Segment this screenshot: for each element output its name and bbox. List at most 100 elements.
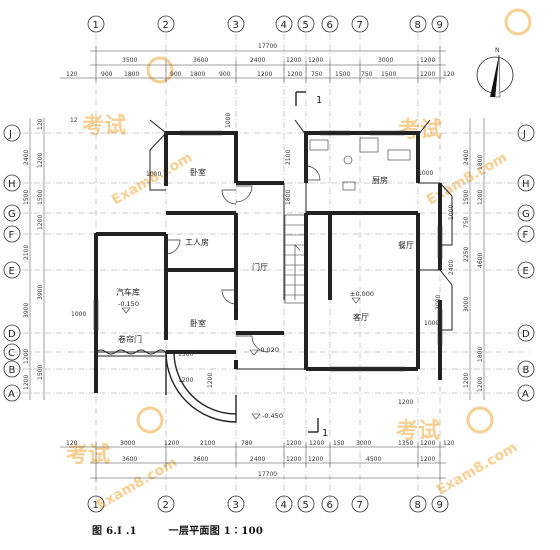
dimension-text: 2400 (250, 456, 265, 463)
dimension-text: 1800 (190, 71, 205, 78)
axis-label: 8 (415, 500, 421, 511)
axis-label: 6 (327, 20, 333, 31)
dimension-text: 900 (170, 71, 182, 78)
dimension-text: 1200 (420, 71, 435, 78)
dimension-text: 1200 (286, 57, 301, 64)
dimension-text: 1200 (309, 440, 324, 447)
interior-dimension-texts: 1000 1000 1000 1000 1500 1200 1200 1200 … (70, 113, 455, 406)
dimension-text: 3000 (120, 440, 135, 447)
left-dimension-texts: 2400 1500 2100 3900 1200 1200 1200 1500 … (23, 118, 44, 390)
axis-label: F (9, 230, 15, 241)
dimension-text: 2400 (250, 57, 265, 64)
dimension-text: 1200 (286, 440, 301, 447)
room-label-dining: 餐厅 (398, 241, 414, 250)
watermark-text: Exam8.com (109, 150, 195, 209)
dimension-text: 150 (333, 440, 345, 447)
dimension-text: 1500 (23, 190, 30, 205)
axis-label: J (8, 129, 12, 140)
dimension-text: 1200 (286, 456, 301, 463)
figure-title: 一层平面图 1∶100 (168, 526, 264, 537)
dimension-text: 1200 (420, 456, 435, 463)
dimension-text: 1200 (23, 349, 30, 364)
axis-label: J (522, 129, 526, 140)
dimension-text: 3600 (122, 456, 137, 463)
axis-label: 4 (281, 500, 287, 511)
entry-bay (165, 351, 237, 423)
dimension-text: 780 (241, 440, 253, 447)
bottom-axis-labels: 1 2 3 4 5 6 7 8 9 (93, 500, 443, 511)
dimension-text: 1500 (37, 365, 44, 380)
axis-label: A (522, 389, 529, 400)
level-text-living: ±0.000 (350, 290, 374, 298)
garage-door (95, 349, 167, 357)
dimension-text: 1200 (398, 399, 413, 406)
bottom-dimension-lines (60, 442, 446, 482)
axis-label: H (8, 179, 16, 190)
axis-label: B (9, 365, 16, 376)
watermark-text: 考试 (82, 114, 126, 139)
axis-label: 3 (233, 20, 239, 31)
top-dimension-lines (60, 46, 446, 82)
dimension-text: 3600 (193, 456, 208, 463)
dimension-text: 3000 (378, 57, 393, 64)
dimension-text: 2100 (285, 150, 292, 165)
dimension-text: 3000 (356, 440, 371, 447)
axis-label: C (8, 348, 15, 359)
top-axis-bubbles (87, 15, 449, 33)
dimension-text: 120 (37, 118, 44, 130)
room-label-servant: 工人房 (185, 237, 209, 247)
stairs (284, 214, 306, 304)
watermark-text: Exam8.com (434, 440, 520, 499)
dimension-text: 750 (361, 71, 373, 78)
dimension-text: 1000 (225, 113, 232, 128)
bottom-dimension-texts: 120 3000 1200 2100 780 1200 1200 150 300… (66, 440, 455, 478)
thin-walls (96, 119, 453, 370)
right-axis-labels: J H G F E D B A (522, 129, 530, 400)
dimension-text: 1000 (448, 205, 455, 220)
north-label: N (495, 47, 500, 54)
watermark-group: 考试 考试 考试 考试 Exam8.com Exam8.com Exam8.co… (66, 8, 532, 513)
figure-caption: 图 6.I .1 一层平面图 1∶100 (92, 522, 263, 537)
dimension-text: 120 (66, 440, 78, 447)
room-label-living: 客厅 (353, 312, 369, 322)
left-dimension-lines (29, 118, 45, 400)
right-dimension-lines (469, 118, 485, 400)
axis-label: E (9, 266, 15, 277)
right-axis-bubbles (517, 124, 535, 402)
dimension-text: 2400 (23, 150, 30, 165)
axis-label: 6 (327, 500, 333, 511)
dimension-text: 1500 (335, 71, 350, 78)
dimension-text: 1500 (463, 190, 470, 205)
dimension-text: 1200 (308, 456, 323, 463)
watermark-text: 考试 (398, 118, 442, 143)
dimension-text: 1200 (420, 57, 435, 64)
axis-label: 5 (303, 20, 309, 31)
dimension-text: 3000 (463, 297, 470, 312)
level-text-garage: -0.150 (118, 300, 139, 308)
kitchen-fixtures (309, 137, 411, 191)
dimension-text: 4600 (477, 253, 484, 268)
door-swings (165, 165, 321, 353)
dimension-text: 4500 (366, 456, 381, 463)
axis-label: 1 (93, 20, 99, 31)
section-mark-label-top: 1 (316, 95, 322, 106)
room-label-kitchen: 厨房 (372, 175, 388, 185)
axis-label: D (8, 329, 16, 340)
dimension-text: 1200 (477, 190, 484, 205)
axis-label: 2 (163, 500, 169, 511)
dimension-text: 12 (70, 117, 78, 124)
axis-label: H (522, 179, 530, 190)
room-labels: 卧室 厨房 工人房 门厅 餐厅 客厅 汽车库 卧室 卷帘门 (116, 167, 414, 344)
dimension-text: 1800 (477, 347, 484, 362)
dimension-text: 2100 (23, 245, 30, 260)
dimension-text: 3000 (435, 295, 442, 310)
dimension-text: 2100 (200, 440, 215, 447)
axis-label: E (523, 266, 529, 277)
axis-label: 9 (437, 20, 443, 31)
bottom-axis-bubbles (87, 495, 449, 513)
dimension-text: 2400 (448, 260, 455, 275)
dimension-text: 1200 (463, 373, 470, 388)
dimension-text: 750 (311, 71, 323, 78)
dimension-text: 1350 (398, 440, 413, 447)
right-dimension-texts: 2400 1500 750 2250 3000 1200 1800 1200 4… (463, 150, 484, 392)
